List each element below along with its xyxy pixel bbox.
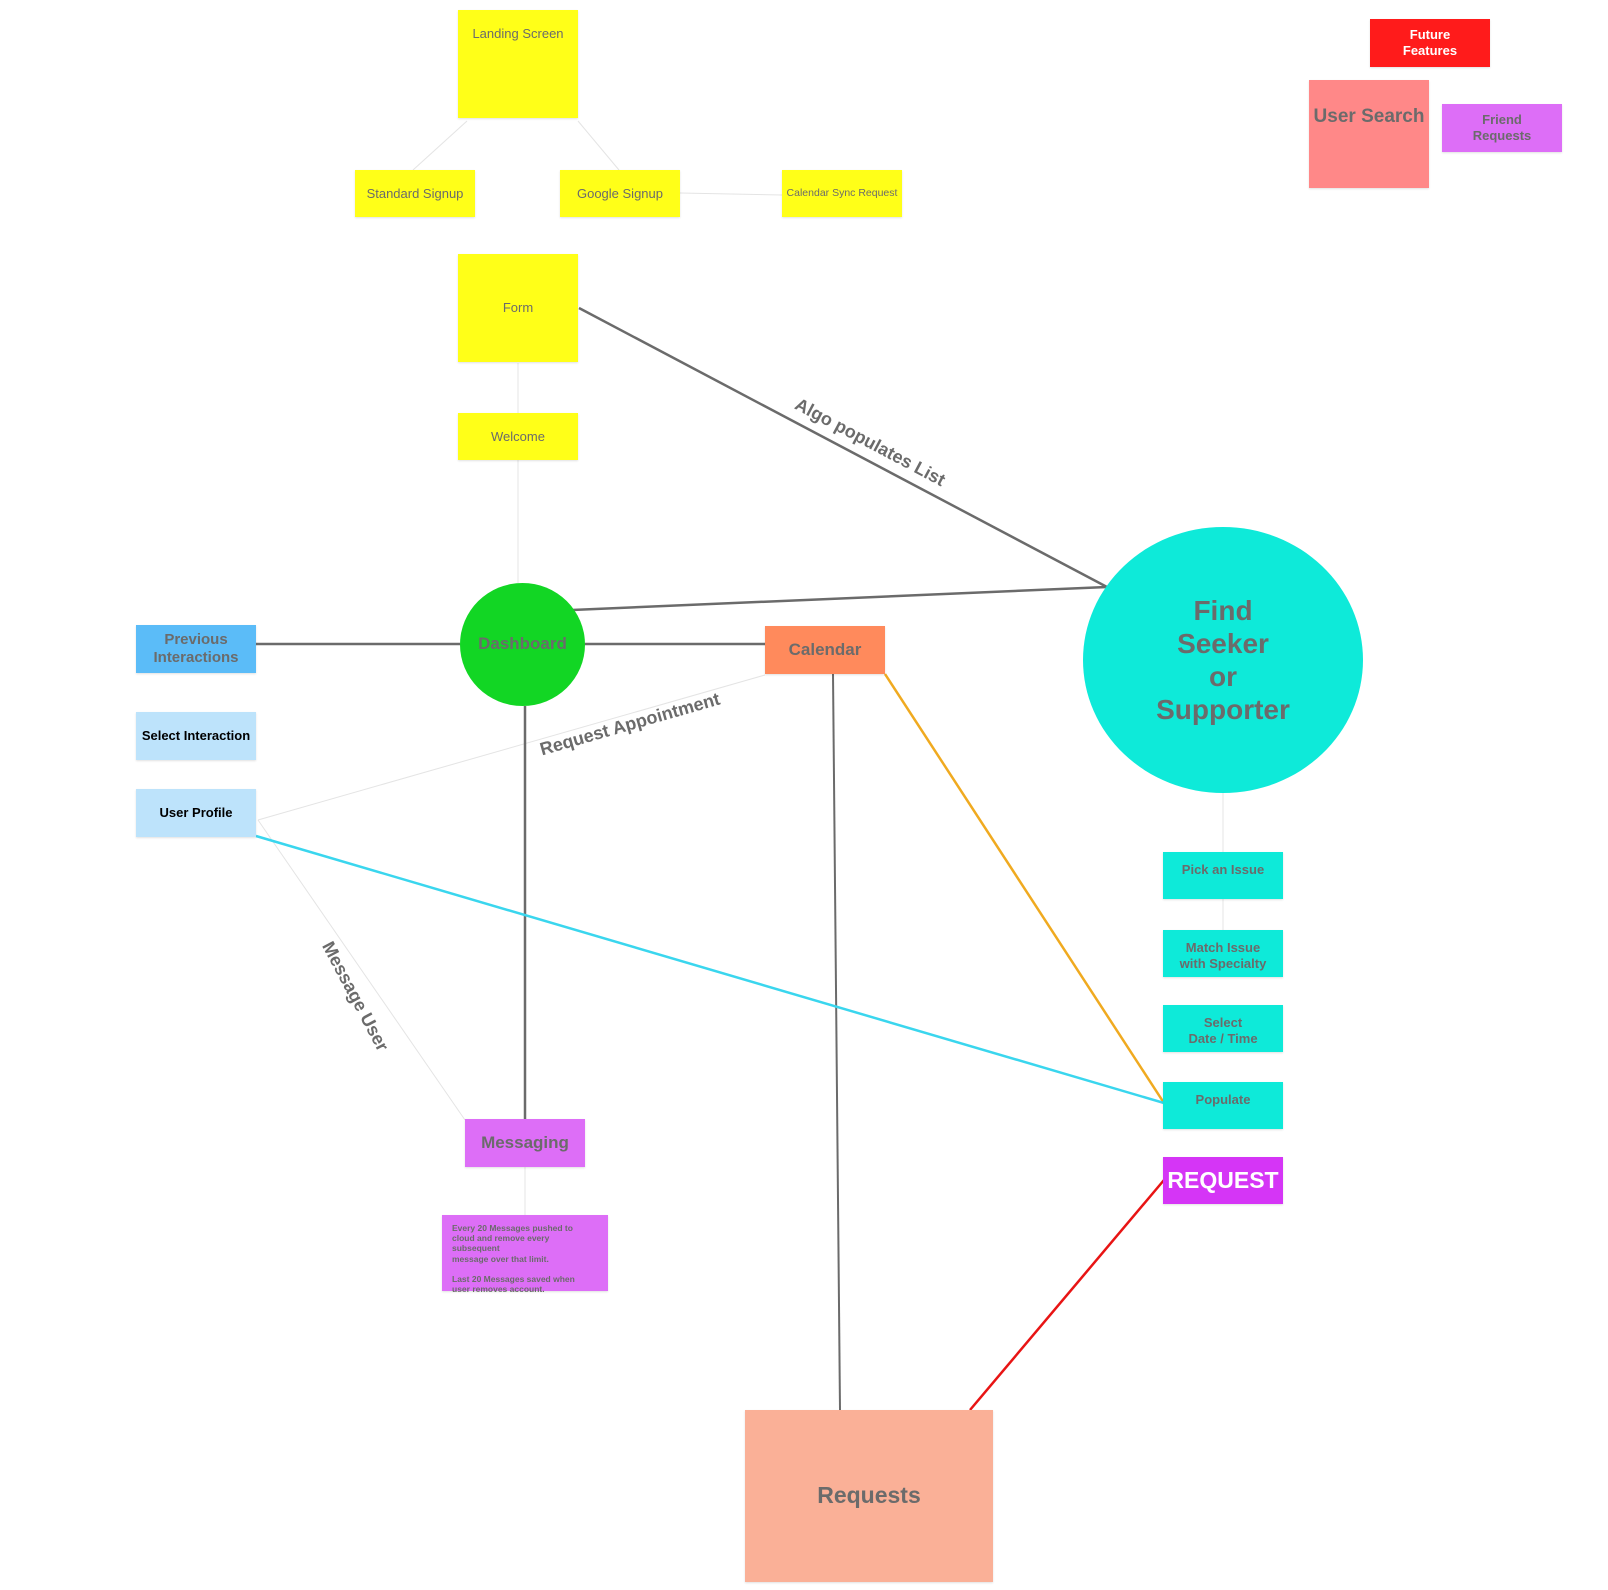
edge-userprofile-messaging — [257, 819, 466, 1121]
node-request[interactable]: REQUEST — [1163, 1157, 1283, 1204]
node-select-interaction[interactable]: Select Interaction — [136, 712, 256, 760]
node-match-issue-with-specialty[interactable]: Match Issue with Specialty — [1163, 930, 1283, 977]
edge-userprofile-calendar — [257, 674, 766, 821]
node-messaging[interactable]: Messaging — [465, 1119, 585, 1167]
node-dashboard[interactable]: Dashboard — [460, 583, 585, 706]
node-select-date-time[interactable]: Select Date / Time — [1163, 1005, 1283, 1052]
node-pick-an-issue[interactable]: Pick an Issue — [1163, 852, 1283, 899]
edge-calendar-requests — [832, 673, 841, 1411]
edge-landing-standard — [412, 120, 468, 171]
node-populate[interactable]: Populate — [1163, 1082, 1283, 1129]
node-previous-interactions[interactable]: Previous Interactions — [136, 625, 256, 673]
edge-request-requests — [969, 1179, 1165, 1411]
node-messaging-note: Every 20 Messages pushed to cloud and re… — [442, 1215, 608, 1294]
node-standard-signup[interactable]: Standard Signup — [355, 170, 475, 217]
node-user-search[interactable]: User Search — [1309, 80, 1429, 188]
node-find-seeker-or-supporter[interactable]: Find Seeker or Supporter — [1083, 527, 1363, 793]
node-form[interactable]: Form — [458, 254, 578, 362]
node-google-signup[interactable]: Google Signup — [560, 170, 680, 217]
node-welcome[interactable]: Welcome — [458, 413, 578, 460]
node-future-features[interactable]: Future Features — [1370, 19, 1490, 67]
node-calendar-sync-request[interactable]: Calendar Sync Request — [782, 170, 902, 217]
node-landing-screen[interactable]: Landing Screen — [458, 10, 578, 118]
edge-form-find — [578, 306, 1108, 589]
edge-userprofile-populate — [255, 834, 1165, 1105]
node-calendar[interactable]: Calendar — [765, 626, 885, 674]
edge-calendar-populate — [883, 673, 1166, 1104]
node-user-profile[interactable]: User Profile — [136, 789, 256, 837]
node-friend-requests[interactable]: Friend Requests — [1442, 104, 1562, 152]
edge-landing-google — [577, 120, 620, 171]
node-requests[interactable]: Requests — [745, 1410, 993, 1582]
edge-google-calendarsync — [679, 192, 783, 196]
edge-dashboard-find — [571, 585, 1108, 612]
